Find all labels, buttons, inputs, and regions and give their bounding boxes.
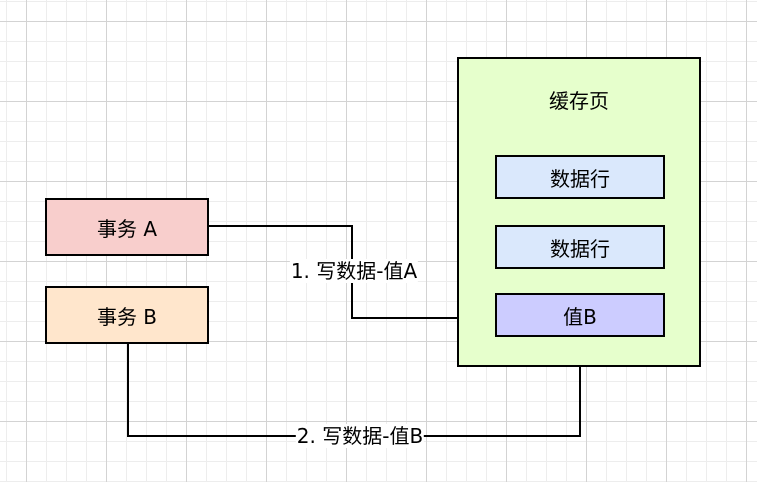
transaction-b-box: 事务 B: [45, 286, 209, 344]
data-row-2-label: 数据行: [550, 236, 610, 261]
data-row-2: 数据行: [495, 225, 665, 269]
data-row-1: 数据行: [495, 155, 665, 199]
data-row-1-label: 数据行: [550, 166, 610, 191]
data-row-value-b-label: 值B: [563, 304, 597, 329]
data-row-value-b: 值B: [495, 293, 665, 337]
transaction-b-label: 事务 B: [96, 304, 158, 329]
edge-a-label: 1. 写数据-值A: [289, 259, 419, 283]
transaction-a-box: 事务 A: [45, 198, 209, 256]
transaction-a-label: 事务 A: [96, 216, 158, 241]
cache-page-title: 缓存页: [549, 89, 609, 113]
edge-b-label: 2. 写数据-值B: [295, 424, 425, 448]
